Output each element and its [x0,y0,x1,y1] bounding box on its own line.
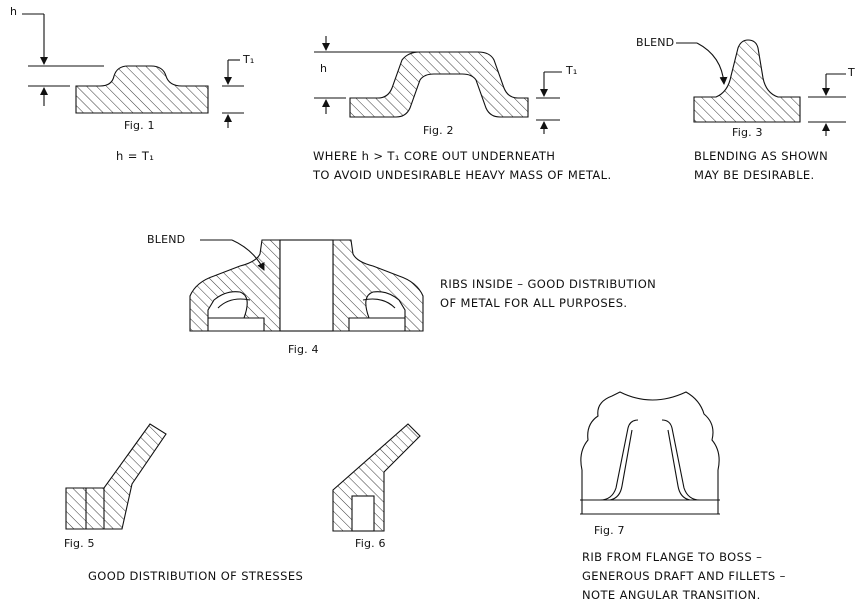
fig6-section [332,423,421,532]
fig2-section [349,51,529,118]
fig5-section [65,423,167,530]
fig4-blend-label: BLEND [147,233,186,246]
fig4-note-line2: OF METAL FOR ALL PURPOSES. [440,296,628,310]
fig4-note-line1: RIBS INSIDE – GOOD DISTRIBUTION [440,277,657,291]
fig3-t-label: T [848,66,855,79]
fig4-section-right [332,239,424,332]
fig4-caption: Fig. 4 [288,343,319,356]
fig3-note: BLENDING AS SHOWN MAY BE DESIRABLE. [694,147,828,185]
fig7-note-line2: GENEROUS DRAFT AND FILLETS – [582,569,786,583]
fig7-caption: Fig. 7 [594,524,625,537]
fig3-note-line1: BLENDING AS SHOWN [694,149,829,163]
fig7-note: RIB FROM FLANGE TO BOSS – GENEROUS DRAFT… [582,548,786,605]
fig2-caption: Fig. 2 [423,124,454,137]
fig1-section [75,65,209,114]
fig2-note-line1: WHERE h > T₁ CORE OUT UNDERNEATH [313,149,556,163]
fig2-drawing [314,36,562,134]
fig4-boss-bore [279,239,334,332]
fig56-note: GOOD DISTRIBUTION OF STRESSES [88,569,304,583]
fig7-note-line1: RIB FROM FLANGE TO BOSS – [582,550,763,564]
fig2-h-label: h [320,62,328,75]
fig1-t1-label: T₁ [243,53,255,66]
fig6-caption: Fig. 6 [355,537,386,550]
fig1-formula: h = T₁ [116,149,155,163]
fig4-drawing [189,239,424,332]
fig5-caption: Fig. 5 [64,537,95,550]
fig2-note-line2: TO AVOID UNDESIRABLE HEAVY MASS OF METAL… [313,168,612,182]
fig4-note: RIBS INSIDE – GOOD DISTRIBUTION OF METAL… [440,275,656,313]
fig1-h-label: h [10,5,18,18]
fig5-drawing [65,423,167,530]
fig2-note: WHERE h > T₁ CORE OUT UNDERNEATH TO AVOI… [313,147,612,185]
fig3-note-line2: MAY BE DESIRABLE. [694,168,815,182]
fig2-t1-label: T₁ [566,64,578,77]
fig3-caption: Fig. 3 [732,126,763,139]
fig3-section [693,39,801,123]
fig4-section-left [189,239,281,332]
fig6-core [351,495,375,532]
fig3-drawing [676,39,846,136]
fig7-drawing [580,391,720,515]
fig6-drawing [332,423,421,532]
fig7-outline [580,391,720,515]
fig3-blend-label: BLEND [636,36,675,49]
fig1-caption: Fig. 1 [124,119,155,132]
fig1-drawing [22,13,244,128]
fig7-note-line3: NOTE ANGULAR TRANSITION. [582,588,761,602]
